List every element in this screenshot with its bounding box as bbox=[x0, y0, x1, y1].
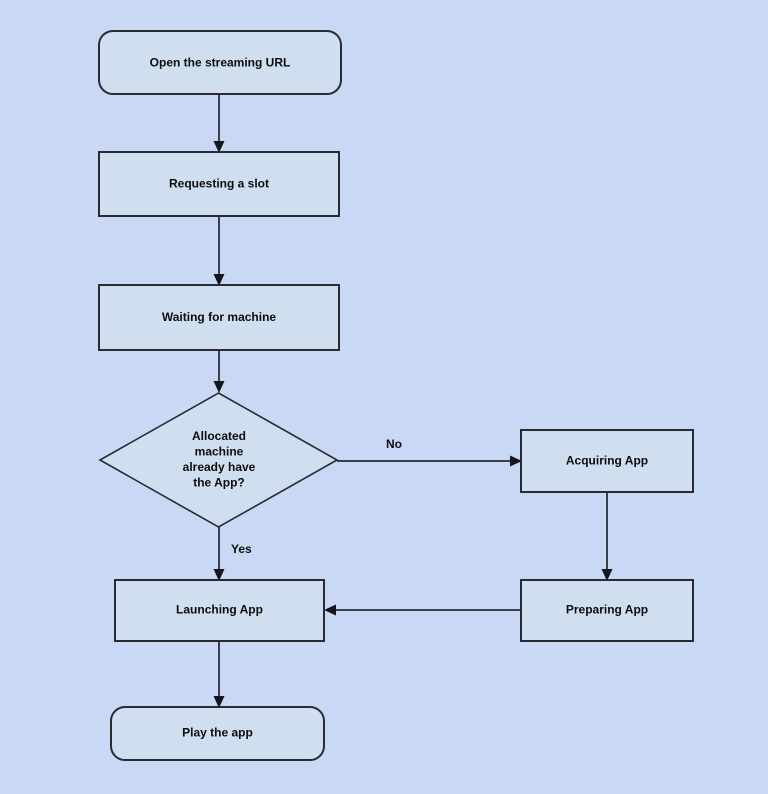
node-play-app-label: Play the app bbox=[182, 726, 253, 740]
node-has-app-decision-line-1: Allocated bbox=[192, 429, 246, 443]
node-open-url-label: Open the streaming URL bbox=[150, 56, 291, 70]
node-waiting-machine-label: Waiting for machine bbox=[162, 310, 277, 324]
node-launching-app-label: Launching App bbox=[176, 603, 263, 617]
node-requesting-slot[interactable]: Requesting a slot bbox=[98, 151, 340, 217]
edge-label-no: No bbox=[386, 437, 402, 451]
edge-decision-to-launching-app bbox=[213, 527, 225, 581]
edge-launching-app-to-play-app bbox=[213, 641, 225, 708]
node-open-url[interactable]: Open the streaming URL bbox=[98, 30, 342, 95]
node-play-app[interactable]: Play the app bbox=[110, 706, 325, 761]
node-has-app-decision-line-4: the App? bbox=[193, 476, 245, 490]
node-acquiring-app[interactable]: Acquiring App bbox=[520, 429, 694, 493]
node-preparing-app-label: Preparing App bbox=[566, 603, 648, 617]
node-acquiring-app-label: Acquiring App bbox=[566, 454, 648, 468]
node-has-app-decision-line-3: already have bbox=[183, 460, 256, 474]
edge-waiting-machine-to-decision bbox=[213, 350, 225, 393]
node-has-app-decision-line-2: machine bbox=[195, 445, 244, 459]
edge-requesting-slot-to-waiting-machine bbox=[213, 216, 225, 286]
edge-decision-to-acquiring-app bbox=[337, 455, 522, 467]
edge-acquiring-app-to-preparing-app bbox=[601, 492, 613, 581]
edge-preparing-app-to-launching-app bbox=[324, 604, 521, 616]
node-has-app-decision[interactable]: Allocated machine already have the App? bbox=[98, 392, 339, 528]
node-launching-app[interactable]: Launching App bbox=[114, 579, 325, 642]
node-requesting-slot-label: Requesting a slot bbox=[169, 177, 269, 191]
node-waiting-machine[interactable]: Waiting for machine bbox=[98, 284, 340, 351]
edge-open-url-to-requesting-slot bbox=[213, 94, 225, 153]
edge-label-yes: Yes bbox=[231, 542, 252, 556]
node-preparing-app[interactable]: Preparing App bbox=[520, 579, 694, 642]
